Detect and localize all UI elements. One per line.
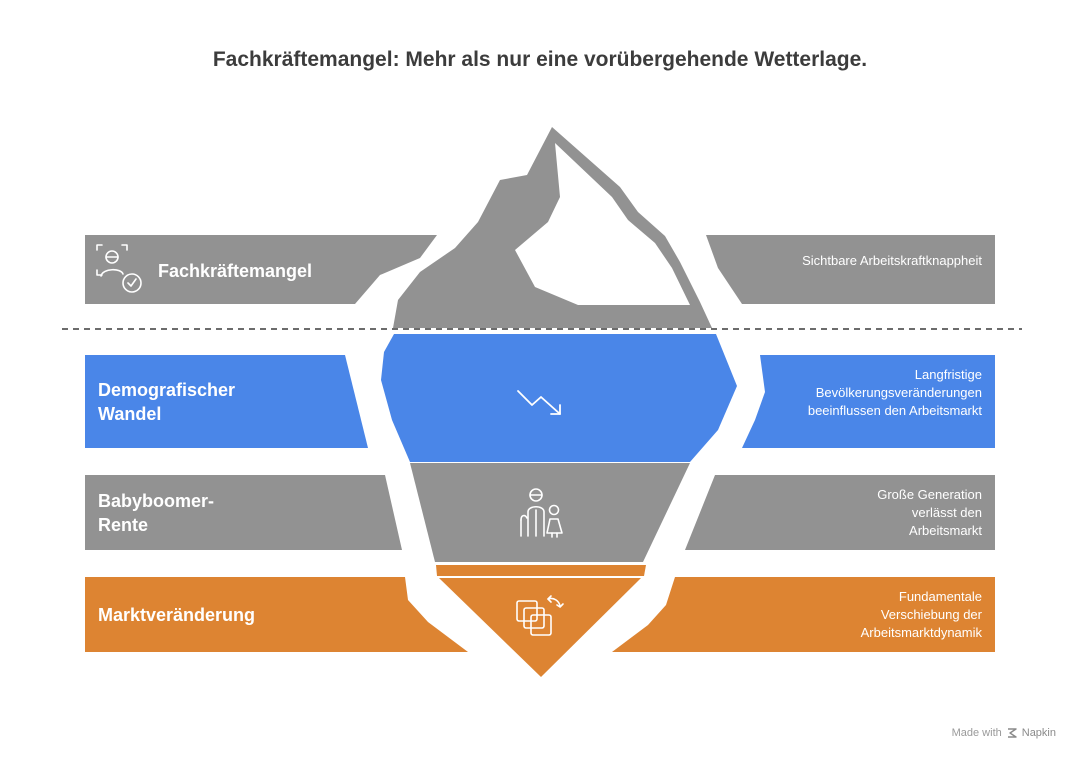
layer-1-right-band xyxy=(706,235,995,304)
layer-2-right-band xyxy=(742,355,995,448)
page-title: Fachkräftemangel: Mehr als nur eine vorü… xyxy=(212,48,868,71)
layer-1-label: Fachkräftemangel xyxy=(158,261,313,281)
napkin-logo-icon xyxy=(1007,728,1017,738)
layer-4-description: Fundamentale Verschiebung der Arbeitsmar… xyxy=(860,589,982,640)
layer-1-description: Sichtbare Arbeitskraftknappheit xyxy=(802,253,982,268)
trend-down-arrow-icon xyxy=(517,390,561,415)
layer-2-description: Langfristige Bevölkerungsveränderungen b… xyxy=(807,367,982,418)
watermark-prefix: Made with xyxy=(951,727,1002,739)
iceberg-segment-2 xyxy=(381,334,737,462)
layer-4-label: Marktveränderung xyxy=(98,605,256,625)
layer-2-left-band xyxy=(85,355,368,448)
elderly-and-child-icon xyxy=(520,488,563,538)
layer-1-left-band xyxy=(85,235,437,304)
squares-exchange-icon xyxy=(516,595,564,636)
person-check-icon xyxy=(96,244,142,293)
made-with-napkin-watermark[interactable]: Made with Napkin xyxy=(952,727,1056,739)
watermark-brand: Napkin xyxy=(1021,727,1056,739)
iceberg-snow xyxy=(515,143,690,305)
iceberg-segment-4-top xyxy=(436,565,646,576)
layer-3-description: Große Generation verlässt den Arbeitsmar… xyxy=(877,487,982,538)
layer-3-right-band xyxy=(685,475,995,550)
layer-4-right-band xyxy=(612,577,995,652)
layer-3-label: Babyboomer-Rente xyxy=(98,491,215,535)
layer-4-left-band xyxy=(85,577,468,652)
layer-2-label: Demografischer Wandel xyxy=(98,380,236,424)
layer-3-left-band xyxy=(85,475,402,550)
